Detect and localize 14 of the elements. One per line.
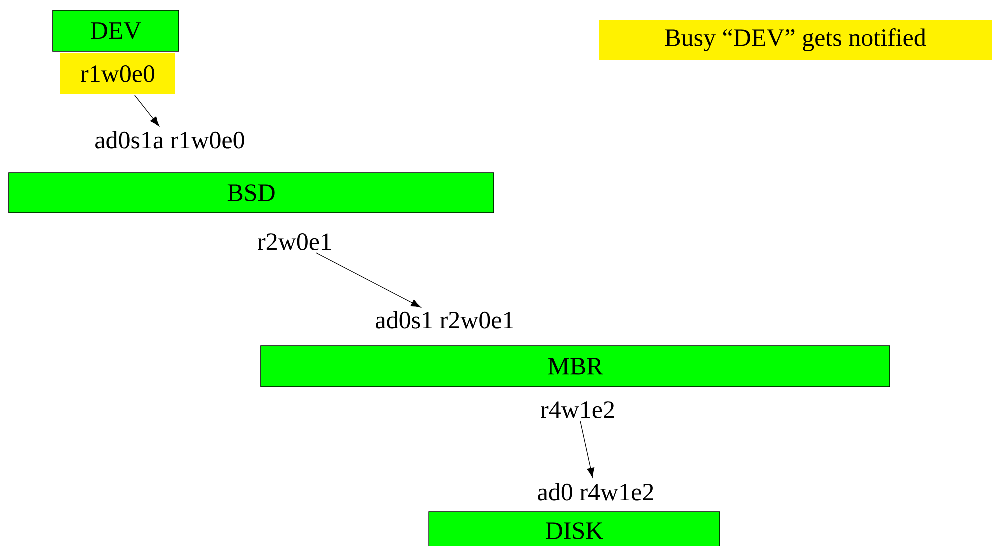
note: Busy “DEV” gets notified	[599, 20, 992, 60]
device-name: ad0s1a r1w0e0	[96, 131, 244, 149]
layer-box: DEV	[52, 10, 180, 52]
layer-box: DISK	[428, 512, 720, 546]
layer-box: BSD	[8, 172, 494, 214]
highlighted-text: r1w0e0	[60, 54, 176, 94]
arrow	[316, 252, 422, 308]
layer-box: MBR	[260, 346, 890, 388]
device-name: ad0s1 r2w0e1	[376, 311, 514, 329]
device-name: r2w0e1	[258, 234, 331, 250]
device-name: ad0 r4w1e2	[538, 483, 654, 501]
arrow	[580, 421, 595, 478]
arrow	[134, 95, 160, 127]
device-name: r4w1e2	[541, 402, 614, 418]
